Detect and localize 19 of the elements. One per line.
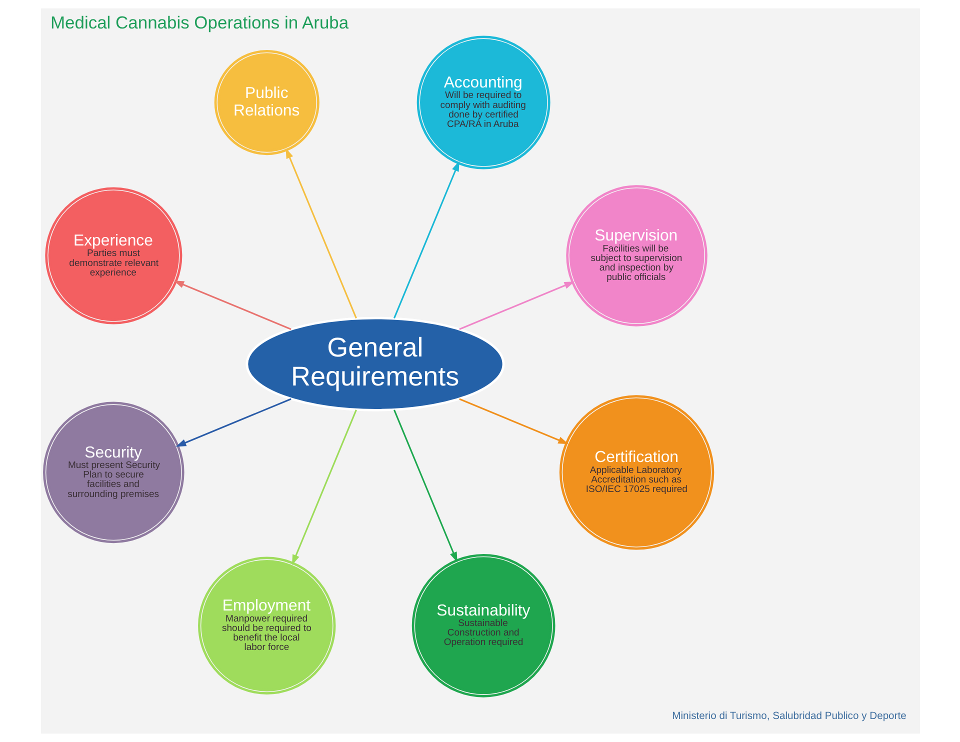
label: Ministerio di Turismo, Salubridad Publico y Deporte	[672, 710, 906, 722]
node-circle: Experience Parties must demonstrate relevant experience	[44, 187, 182, 324]
arrow	[392, 160, 459, 319]
arrow	[392, 410, 457, 562]
diagram-title: Medical Cannabis Operations in Aruba	[50, 12, 348, 33]
node-circle: Accounting Will be required to comply with auditing done by certified CPA/RA in Aruba	[416, 36, 550, 170]
arrow	[285, 148, 356, 319]
arrow	[291, 410, 356, 566]
arrow	[458, 281, 574, 330]
arrow	[458, 398, 568, 444]
node-circle: Security Must present Security Plan to secure facilities and surrounding premises	[42, 402, 184, 544]
arrow	[173, 280, 291, 330]
node-circle: Supervision Facilities will be subject to supervision and inspection by public officials	[566, 185, 707, 326]
arrow	[175, 398, 291, 447]
node-circle: Certification Applicable Laboratory Accreditation such as ISO/IEC 17025 required	[558, 395, 714, 550]
node-circle: Employment Manpower required should be required to benefit the local labor force	[198, 556, 336, 694]
node-ellipse: General Requirements	[245, 316, 504, 412]
node-circle: Sustainability Sustainable Construction and Operation required	[411, 554, 555, 698]
node-circle: Public Relations	[214, 50, 319, 156]
